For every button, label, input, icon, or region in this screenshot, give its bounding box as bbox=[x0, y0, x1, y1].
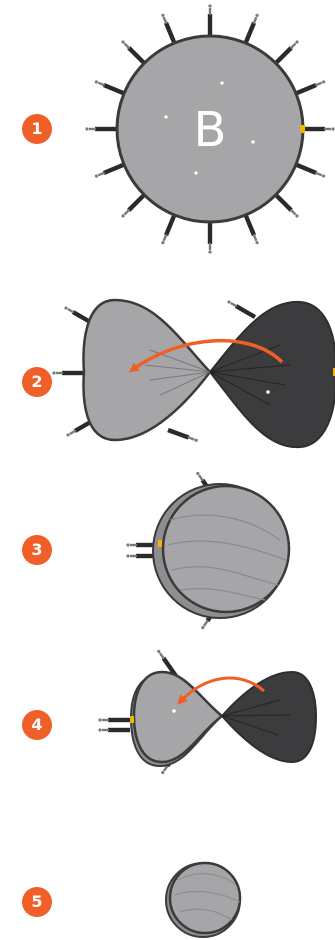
stake-icon bbox=[295, 79, 326, 95]
step-2-right-panel bbox=[210, 302, 335, 447]
stake-icon bbox=[160, 214, 176, 245]
step-2-group bbox=[52, 299, 335, 447]
step-4-group bbox=[98, 649, 316, 775]
step-1-dot bbox=[194, 171, 197, 174]
step-3-front-layer bbox=[163, 486, 289, 612]
step-2-dot bbox=[266, 390, 270, 394]
stake-icon bbox=[120, 193, 145, 218]
stake-icon bbox=[274, 39, 299, 64]
stake-icon bbox=[85, 127, 117, 131]
stake-icon bbox=[160, 13, 176, 44]
step-3-group bbox=[126, 471, 289, 630]
step-1-dot bbox=[164, 115, 167, 118]
step-1-dot bbox=[251, 140, 254, 143]
stake-icon bbox=[244, 214, 260, 245]
stake-icon bbox=[244, 13, 260, 44]
stake-icon bbox=[295, 163, 326, 179]
step-4-left-panel bbox=[134, 672, 222, 762]
step-1-disc-group: B bbox=[85, 4, 334, 253]
step-1-anchor-tab bbox=[300, 125, 305, 133]
stake-icon bbox=[94, 79, 125, 95]
step-1-dot bbox=[220, 81, 223, 84]
step-5-group bbox=[166, 863, 240, 937]
stake-icon bbox=[208, 4, 212, 36]
stake-icon bbox=[303, 127, 335, 131]
step-4-right-panel bbox=[222, 672, 316, 762]
stake-icon bbox=[120, 39, 145, 64]
stake-icon bbox=[208, 222, 212, 254]
stake-icon bbox=[94, 163, 125, 179]
disc-letter: B bbox=[194, 102, 227, 158]
stake-icon bbox=[274, 193, 299, 218]
